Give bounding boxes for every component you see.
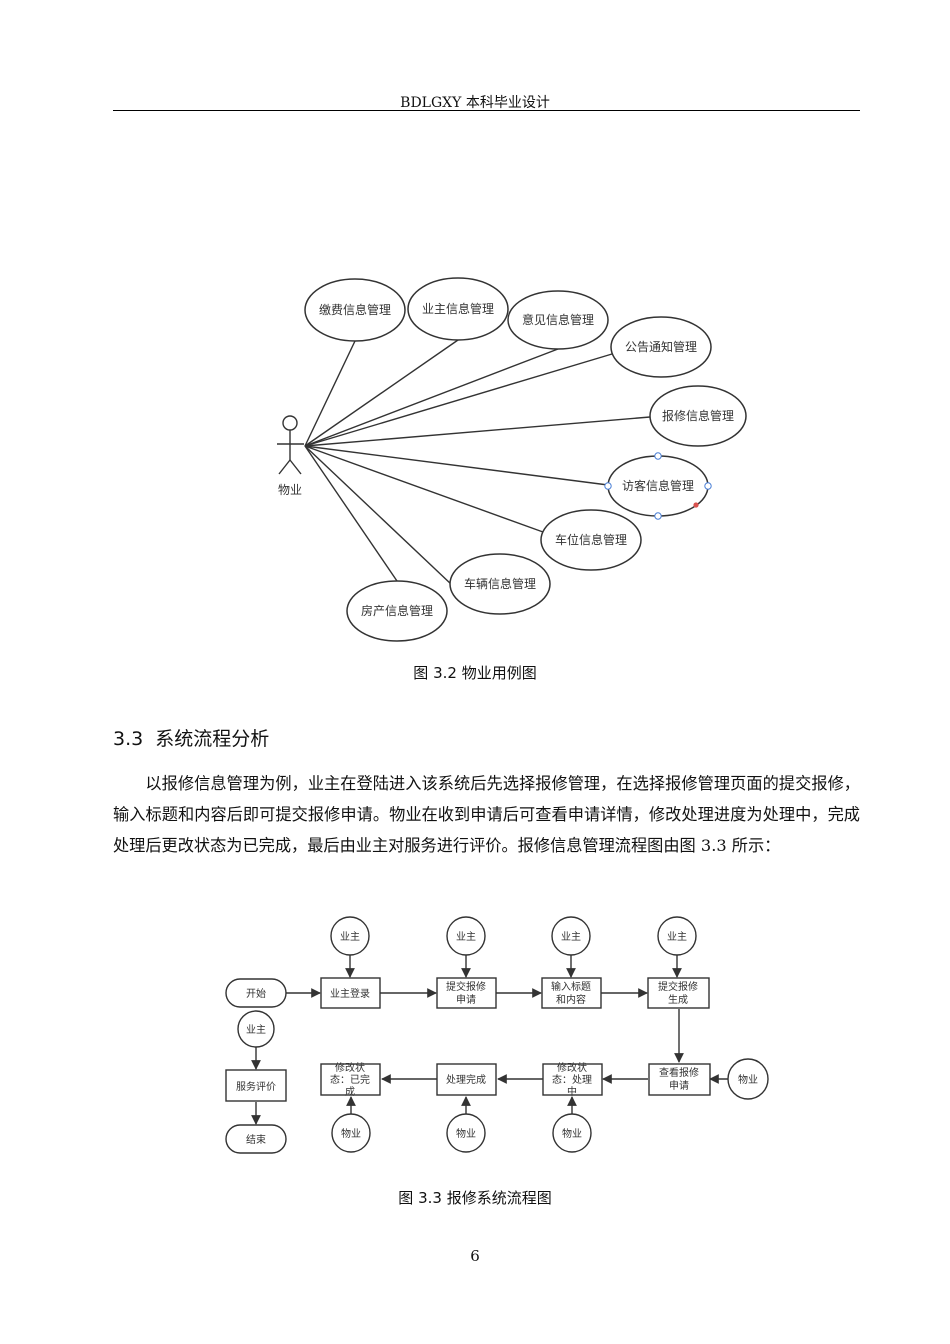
node-label: 态：处理: [552, 1073, 592, 1086]
use-case-label: 车辆信息管理: [464, 576, 536, 591]
association-line: [304, 353, 613, 447]
node-label: 物业: [456, 1127, 476, 1140]
process-box: [436, 977, 497, 1009]
use-case-label: 公告通知管理: [625, 339, 697, 354]
node-label: 修改状: [557, 1061, 587, 1074]
section-heading: 3.3 系统流程分析: [113, 724, 269, 751]
association-line: [304, 445, 544, 533]
property-node: [446, 1113, 486, 1153]
use-case-ellipse: [610, 316, 712, 378]
node-label: 物业: [341, 1127, 361, 1140]
node-label: 业主: [340, 931, 360, 943]
node-label: 物业: [562, 1127, 582, 1140]
figure-caption: 图 3.3 报修系统流程图: [398, 1189, 552, 1207]
association-line: [304, 445, 453, 586]
owner-node: [330, 916, 370, 956]
end-terminal: [225, 1124, 287, 1154]
use-case-label: 房产信息管理: [361, 603, 433, 618]
node-label: 物业: [738, 1073, 758, 1086]
selection-handle[interactable]: [654, 452, 662, 460]
use-case-ellipse: [507, 290, 609, 350]
section-number: 3.3: [113, 728, 144, 750]
actor-icon: [277, 415, 304, 475]
owner-node: [237, 1010, 275, 1048]
node-label: 查看报修: [659, 1066, 699, 1079]
owner-node: [446, 916, 486, 956]
association-line: [304, 445, 398, 582]
selection-handle[interactable]: [654, 512, 662, 520]
association-line: [304, 340, 356, 447]
process-box: [647, 977, 710, 1009]
node-label: 提交报修: [658, 980, 698, 993]
section-title: 系统流程分析: [155, 728, 270, 750]
association-line: [304, 416, 651, 447]
use-case-label: 业主信息管理: [422, 301, 494, 316]
use-case-ellipse: [540, 509, 642, 571]
header-rule: [113, 110, 860, 111]
process-box: [541, 977, 602, 1009]
use-case-ellipse: [304, 278, 406, 342]
node-label: 服务评价: [236, 1080, 276, 1093]
property-node: [727, 1058, 769, 1100]
association-line: [304, 445, 609, 486]
node-label: 态：已完: [330, 1073, 370, 1086]
node-label: 提交报修: [446, 980, 486, 993]
association-line: [304, 348, 559, 447]
association-line: [304, 339, 459, 447]
owner-node: [657, 916, 697, 956]
use-case-ellipse: [346, 580, 448, 642]
process-box: [648, 1063, 711, 1096]
actor-label: 物业: [278, 483, 302, 497]
selection-handle[interactable]: [704, 482, 712, 490]
node-label: 中: [567, 1085, 577, 1098]
node-label: 生成: [668, 993, 688, 1006]
selection-handle[interactable]: [604, 482, 612, 490]
process-box: [542, 1063, 603, 1096]
rotation-handle[interactable]: [693, 502, 699, 508]
use-case-ellipse: [449, 553, 551, 615]
page-header: BDLGXY 本科毕业设计: [400, 95, 550, 111]
node-label: 成: [345, 1086, 355, 1098]
start-terminal: [225, 978, 287, 1008]
page-number: 6: [470, 1247, 480, 1265]
process-box: [225, 1069, 287, 1102]
body-paragraph: 以报修信息管理为例，业主在登陆进入该系统后先选择报修管理，在选择报修管理页面的提…: [113, 774, 860, 855]
process-box: [320, 977, 381, 1009]
use-case-label: 缴费信息管理: [319, 302, 391, 317]
process-box: [320, 1063, 381, 1096]
use-case-label: 报修信息管理: [662, 408, 734, 423]
node-label: 业主: [561, 931, 581, 943]
node-label: 业主登录: [330, 987, 370, 1000]
owner-node: [551, 916, 591, 956]
node-label: 结束: [246, 1133, 266, 1146]
property-node: [331, 1113, 371, 1153]
use-case-ellipse: [649, 385, 747, 447]
node-label: 和内容: [556, 993, 586, 1006]
use-case-label: 车位信息管理: [555, 532, 627, 547]
use-case-ellipse: [407, 277, 509, 341]
node-label: 业主: [246, 1024, 266, 1036]
node-label: 申请: [669, 1079, 689, 1092]
node-label: 业主: [667, 931, 687, 943]
node-label: 申请: [456, 993, 476, 1006]
node-label: 开始: [246, 987, 266, 1000]
node-label: 处理完成: [446, 1073, 486, 1086]
node-label: 修改状: [335, 1061, 365, 1074]
node-label: 输入标题: [551, 980, 591, 993]
figure-caption: 图 3.2 物业用例图: [413, 664, 537, 682]
use-case-label: 意见信息管理: [522, 312, 594, 327]
use-case-label: 访客信息管理: [622, 478, 694, 493]
property-node: [552, 1113, 592, 1153]
node-label: 业主: [456, 931, 476, 943]
process-box: [436, 1063, 497, 1096]
